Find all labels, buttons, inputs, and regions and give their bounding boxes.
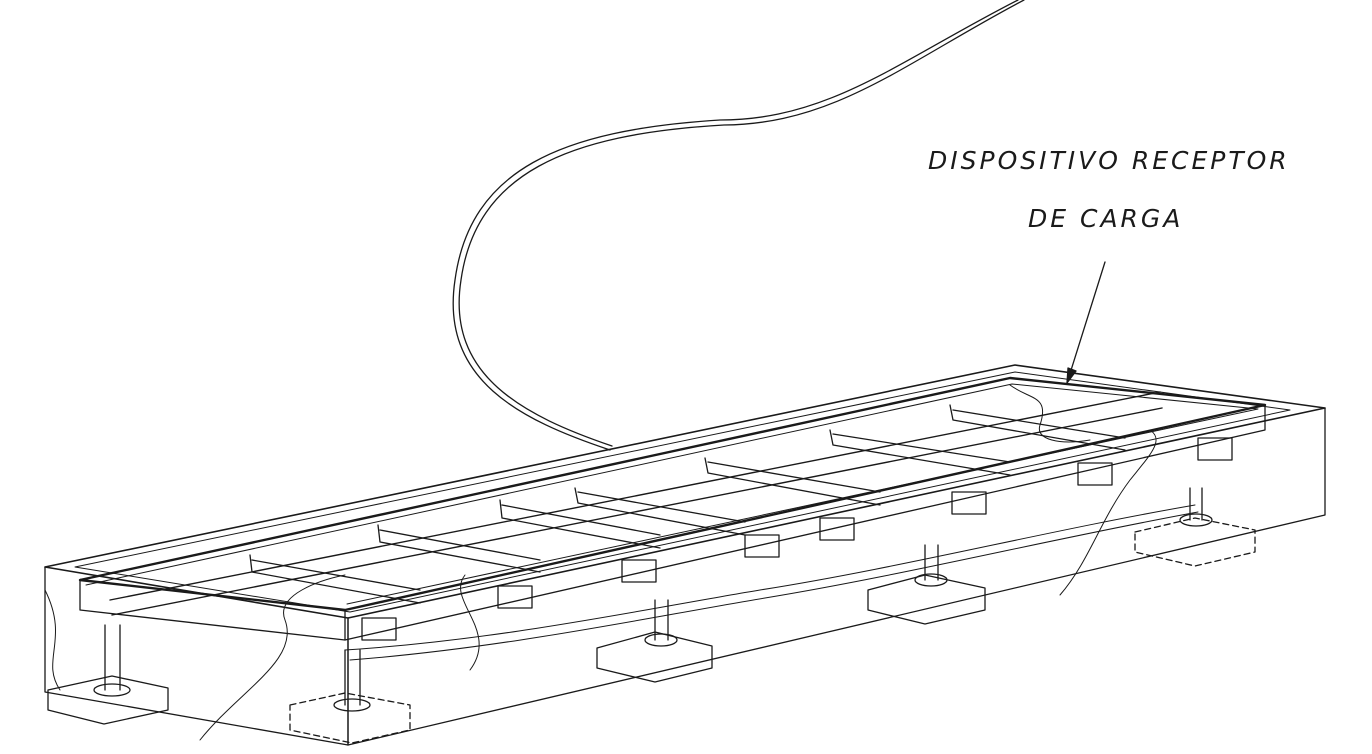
- pit-box: [44, 364, 1326, 746]
- load-cells: [93, 487, 1213, 712]
- callout-leader: [1066, 261, 1106, 384]
- callout-label-line2: DE CARGA: [1028, 204, 1184, 233]
- cutaway-contours: [44, 384, 1199, 741]
- signal-cable: [452, 0, 1025, 451]
- callout-label-line1: DISPOSITIVO RECEPTOR: [928, 146, 1290, 175]
- cross-beams: [249, 404, 1126, 604]
- foundation-blocks: [47, 517, 1256, 744]
- side-brackets: [361, 437, 1233, 641]
